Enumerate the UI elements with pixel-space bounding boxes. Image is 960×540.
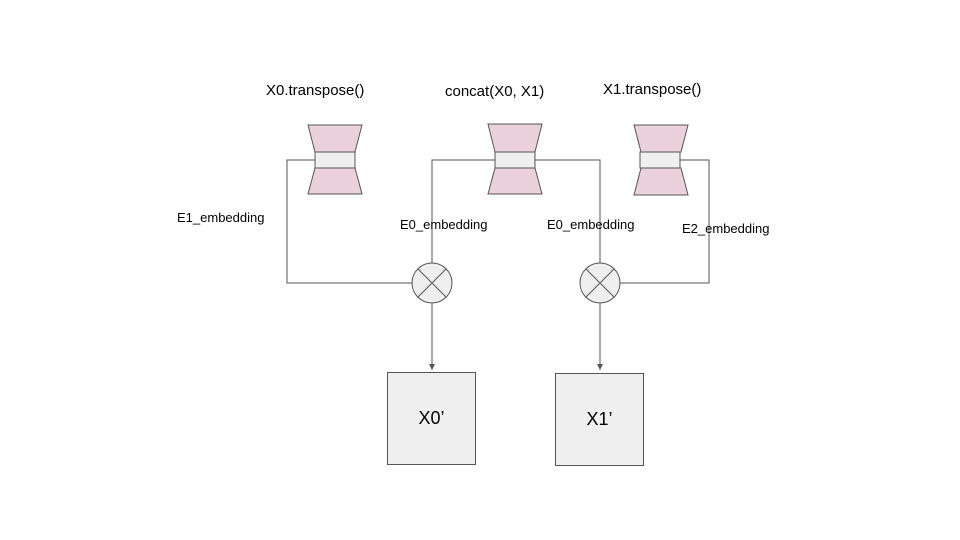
e2-connector [620,159,710,284]
encoder-top-trapezoid [633,124,689,153]
multiply-node-right [579,262,621,304]
e0-right-connector [535,159,601,263]
encoder-bottleneck [494,151,536,169]
e0-left-connector [431,159,495,263]
output-box-x1-prime: X1’ [555,373,644,466]
encoder-label-x1-transpose: X1.transpose() [603,81,702,98]
multiply-node-left [411,262,453,304]
e1-connector [286,159,412,284]
encoder-bottleneck [314,151,356,169]
edge-label-e0-embedding-left: E0_embedding [400,217,488,232]
encoder-label-x0-transpose: X0.transpose() [266,82,365,99]
encoder-bottleneck [639,151,681,169]
encoder-bottom-trapezoid [487,167,543,195]
encoder-bottom-trapezoid [307,167,363,195]
encoder-bottom-trapezoid [633,167,689,196]
encoder-x1-transpose [633,124,689,196]
encoder-label-concat: concat(X0, X1) [445,83,545,100]
encoder-x0-transpose [307,124,363,195]
edge-label-e0-embedding-right: E0_embedding [547,217,635,232]
encoder-concat [487,123,543,195]
edge-label-e2-embedding: E2_embedding [682,221,770,236]
output-label-x0-prime: X0’ [418,408,445,428]
edge-label-e1-embedding: E1_embedding [177,210,265,225]
output-label-x1-prime: X1’ [586,409,613,429]
encoder-top-trapezoid [307,124,363,153]
encoder-top-trapezoid [487,123,543,153]
output-box-x0-prime: X0’ [387,372,476,465]
